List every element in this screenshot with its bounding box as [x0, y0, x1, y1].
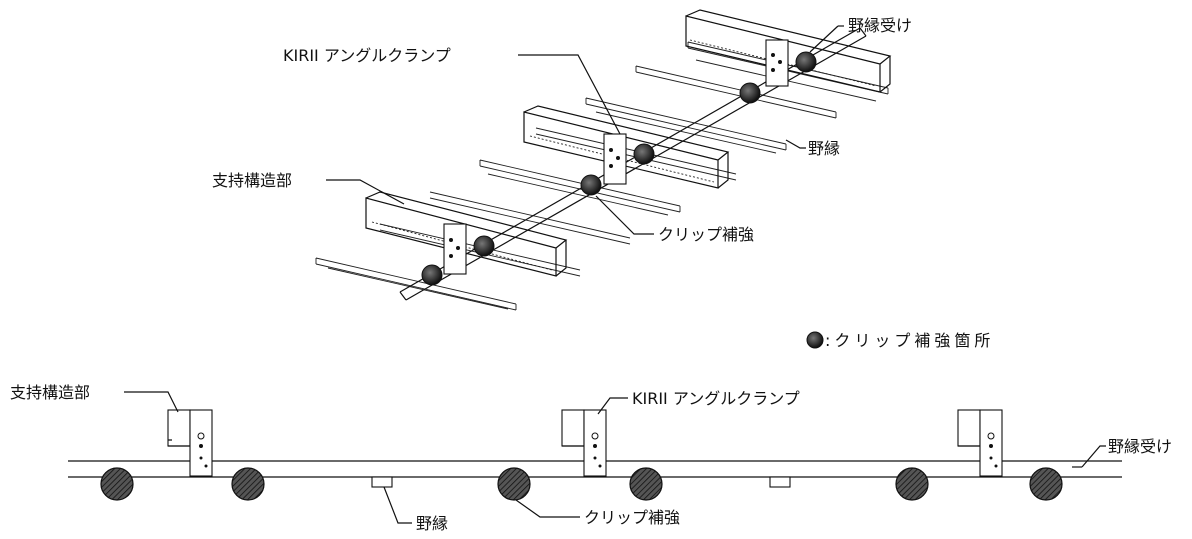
isometric-view: 野縁受け KIRII アングルクランプ 野縁 支持構造部 クリップ補強 — [212, 9, 912, 311]
label-clip-reinforce: クリップ補強 — [658, 225, 754, 244]
elevation-view: 支持構造部 KIRII アングルクランプ 野縁受け 野縁 クリップ補強 — [10, 383, 1172, 533]
label-noburi: 野縁 — [808, 139, 840, 158]
noburi-section — [371, 476, 393, 488]
clip-reinforcement-points — [421, 51, 817, 286]
elev-leader-lines — [124, 391, 1106, 524]
elev-label-angle-clamp: KIRII アングルクランプ — [632, 389, 800, 408]
label-support: 支持構造部 — [212, 171, 292, 190]
elev-label-clip-reinforce: クリップ補強 — [584, 508, 680, 527]
support-structure-middle — [523, 105, 730, 189]
legend-text: :クリップ補強箇所 — [825, 331, 994, 350]
elev-support-2 — [561, 409, 607, 477]
clip-ball — [421, 264, 443, 286]
elev-clip-circles — [100, 467, 1063, 501]
support-structure-bottom — [365, 191, 568, 277]
legend: :クリップ補強箇所 — [806, 331, 994, 350]
clip-ball — [580, 174, 602, 196]
support-structure-top — [685, 9, 892, 93]
noburi-uke-bar — [399, 27, 867, 301]
legend-marker-icon — [806, 331, 824, 349]
elev-label-noburi: 野縁 — [416, 514, 448, 533]
elev-support-1 — [167, 409, 213, 477]
elev-label-support: 支持構造部 — [10, 383, 90, 402]
clip-ball — [739, 82, 761, 104]
noburi-section — [769, 476, 791, 488]
elev-support-3 — [957, 409, 1003, 477]
elev-label-noburi-uke: 野縁受け — [1108, 437, 1172, 456]
iso-leader-lines — [326, 25, 844, 235]
clip-ball — [633, 143, 655, 165]
clip-ball — [473, 235, 495, 257]
label-angle-clamp: KIRII アングルクランプ — [283, 46, 451, 65]
clip-ball — [795, 51, 817, 73]
label-noburi-uke: 野縁受け — [848, 16, 912, 35]
